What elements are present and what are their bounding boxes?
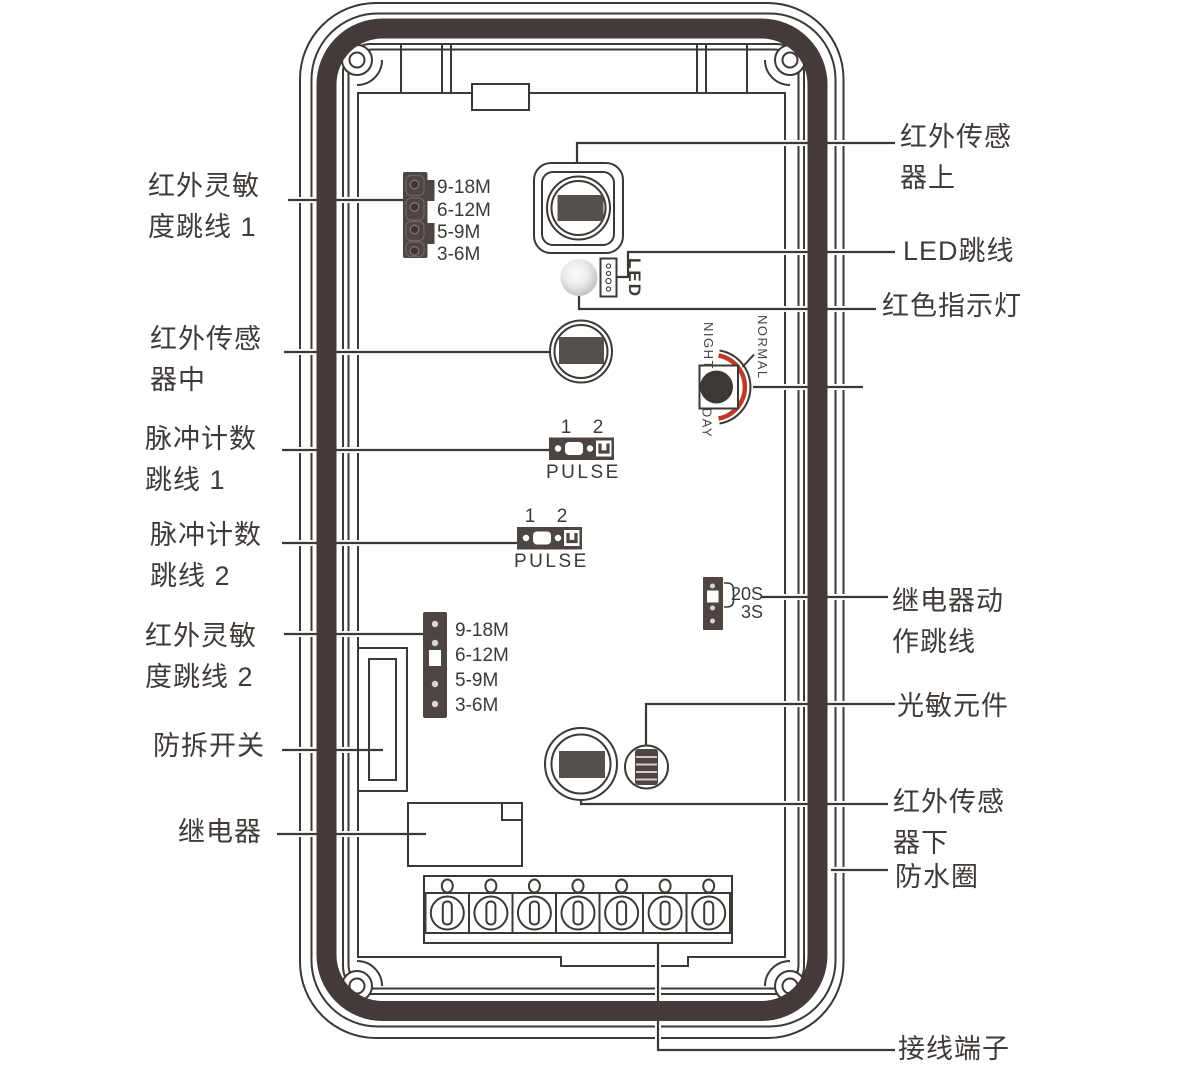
light-sensor (624, 744, 669, 790)
label-ir-sensor-bottom: 红外传感 器下 (893, 787, 1005, 858)
label-terminal-block: 接线端子 (898, 1034, 1010, 1064)
screw-boss-top-right (764, 59, 791, 86)
pulse1-label: PULSE (546, 462, 621, 483)
screw-boss-bottom-right (764, 960, 791, 987)
tamper-switch (357, 647, 408, 792)
pulse2-pin-1: 1 (524, 506, 536, 527)
terminal-block (423, 875, 733, 944)
label-tamper-switch: 防拆开关 (153, 731, 265, 761)
label-waterproof-ring: 防水圈 (895, 862, 979, 892)
label-light-sensor: 光敏元件 (897, 691, 1009, 721)
led-jumper (599, 257, 618, 298)
waterproof-ring-band (316, 18, 828, 1021)
ir-element-middle (559, 337, 604, 364)
screw-boss-bottom-left (356, 960, 383, 987)
pulse1-pin-2: 2 (592, 417, 604, 438)
label-ir-sensor-middle: 红外传感 器中 (150, 324, 262, 395)
ir-element-bottom (559, 751, 605, 778)
sensitivity-jumper-2 (423, 612, 447, 718)
relay (407, 802, 523, 867)
relay-jumper-20s: 20S (731, 584, 764, 604)
sens1-range-1: 9-18M (437, 177, 491, 198)
relay-action-jumper (703, 577, 735, 630)
label-pulse-jumper-1: 脉冲计数 跳线 1 (145, 424, 257, 495)
relay-jumper-3s: 3S (741, 602, 764, 622)
ir-sensor-middle (549, 319, 613, 384)
screw-boss-top-left (356, 59, 383, 86)
ir-element-top (557, 195, 604, 221)
label-pulse-jumper-2: 脉冲计数 跳线 2 (150, 520, 262, 591)
led-jumper-text: LED (625, 258, 644, 298)
dial-pointer-tick (741, 353, 755, 368)
label-led-jumper: LED跳线 (903, 236, 1015, 266)
label-relay: 继电器 (178, 817, 262, 847)
sens1-range-2: 6-12M (437, 200, 491, 221)
label-ir-sensor-top: 红外传感 器上 (900, 122, 1012, 193)
sens2-range-1: 9-18M (455, 620, 509, 641)
top-clip (471, 83, 530, 111)
sens2-range-2: 6-12M (455, 645, 509, 666)
day-night-dial (698, 349, 755, 425)
sens1-range-3: 5-9M (437, 222, 481, 243)
label-ir-sensitivity-jumper-1: 红外灵敏 度跳线 1 (148, 171, 260, 242)
sens2-range-4: 3-6M (455, 695, 499, 716)
pulse1-pin-1: 1 (560, 417, 572, 438)
dial-red-arc (718, 353, 748, 421)
red-indicator-led (560, 259, 598, 296)
dial-mode-night: NIGHT (701, 322, 716, 370)
dial-knob (700, 370, 733, 404)
label-ir-sensitivity-jumper-2: 红外灵敏 度跳线 2 (145, 621, 257, 692)
jumper-bracket (724, 582, 735, 608)
pulse2-label: PULSE (514, 551, 589, 572)
ir-sensor-top (533, 162, 624, 254)
pulse-jumper-1 (549, 437, 614, 460)
pulse2-pin-2: 2 (556, 506, 568, 527)
label-red-indicator: 红色指示灯 (882, 291, 1022, 321)
leader-lines (277, 140, 895, 1053)
sens1-range-4: 3-6M (437, 244, 481, 265)
sensitivity-jumper-1 (403, 172, 435, 258)
dial-mode-normal: NORMAL (755, 315, 770, 380)
label-relay-action-jumper: 继电器动 作跳线 (892, 586, 1004, 657)
pulse-jumper-2 (517, 527, 582, 550)
ir-sensor-bottom (544, 727, 618, 801)
sens2-range-3: 5-9M (455, 670, 499, 691)
dial-mode-day: DAY (699, 407, 715, 439)
